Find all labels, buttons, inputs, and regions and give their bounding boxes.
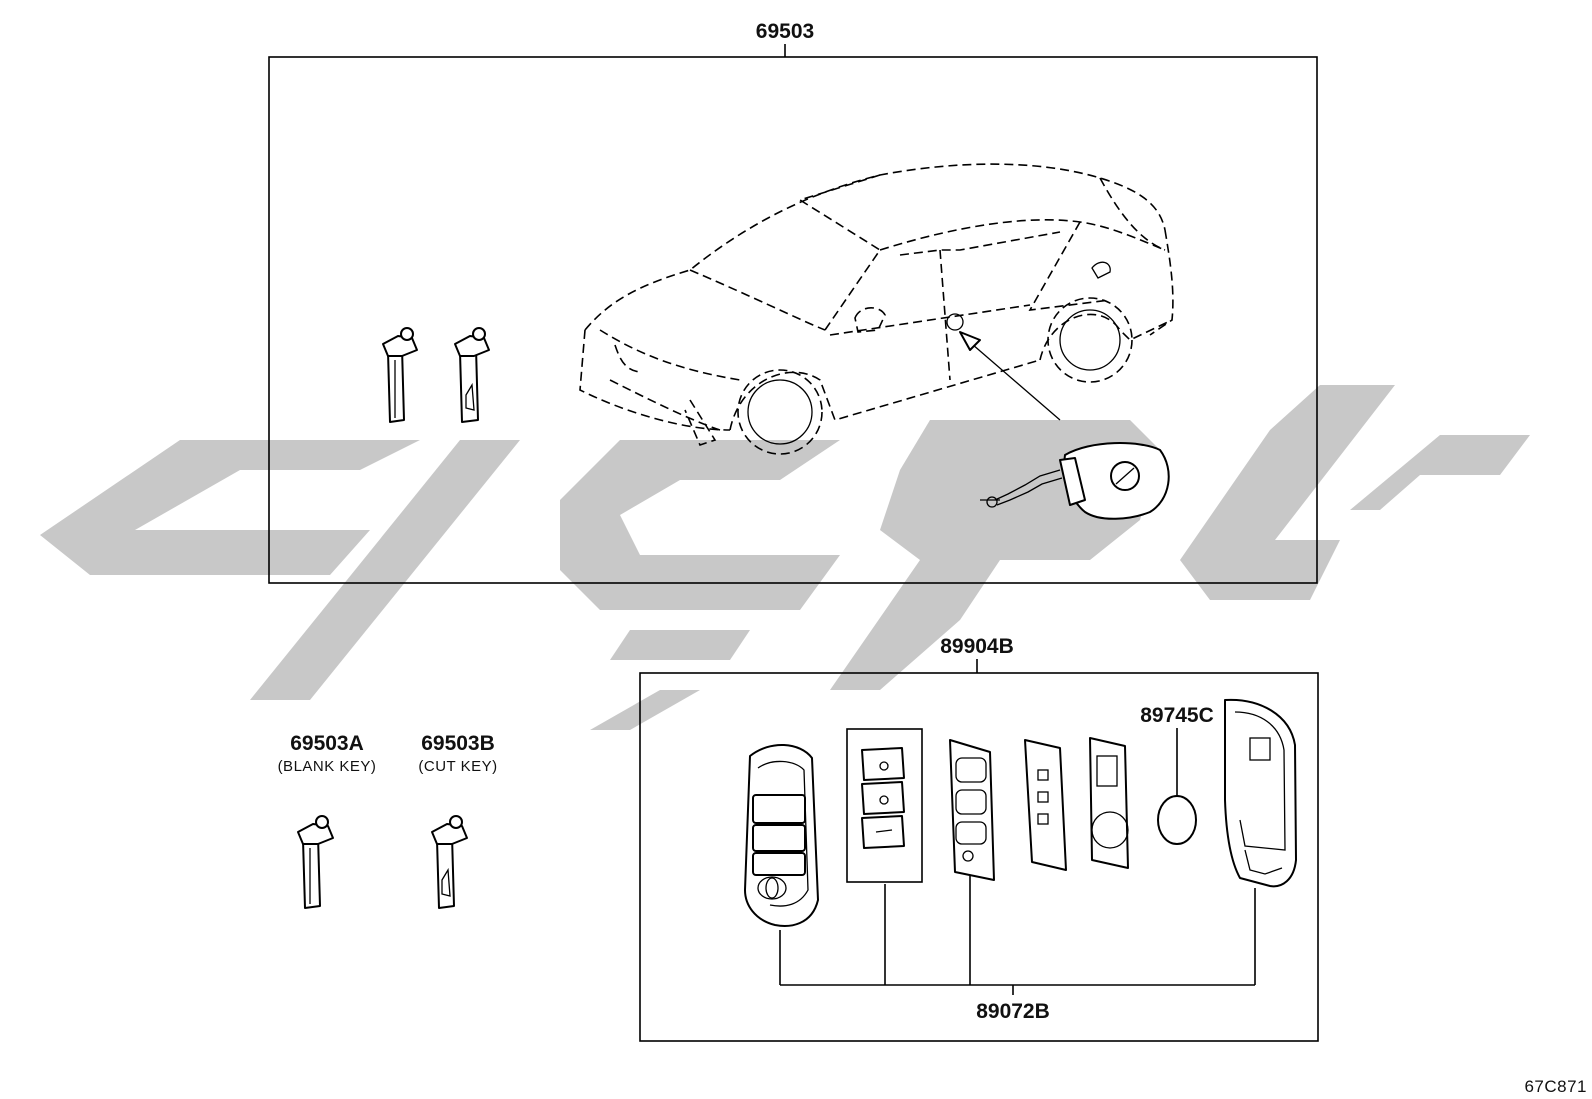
part-number-label: 89745C <box>1140 704 1214 727</box>
part-number-label: 89072B <box>976 1000 1050 1023</box>
battery-callout: 89745C <box>1140 704 1214 845</box>
door-lock-point <box>946 313 964 331</box>
key-set-group: 69503 <box>268 20 1318 584</box>
part-number-label: 69503 <box>756 20 814 43</box>
part-number-label: 89904B <box>940 635 1014 658</box>
rubber-pad <box>949 739 995 881</box>
button-set <box>846 728 923 883</box>
part-description: (CUT KEY) <box>418 758 497 775</box>
door-lock-cylinder <box>980 442 1170 520</box>
part-number-label: 69503B <box>421 732 495 755</box>
remote-set-group: 89904B <box>639 635 1319 1042</box>
key-back-case <box>1224 698 1297 888</box>
key-blank-illustration <box>382 327 418 423</box>
blank-key-illustration <box>297 815 334 909</box>
cut-key-callout: 69503B (CUT KEY) <box>418 732 497 909</box>
part-description: (BLANK KEY) <box>278 758 377 775</box>
car-illustration <box>579 163 1174 455</box>
diagram-code: 67C871 <box>1524 1077 1587 1096</box>
key-cut-illustration <box>454 327 490 423</box>
circuit-board <box>1024 739 1067 871</box>
coin-battery <box>1157 795 1197 845</box>
blank-key-callout: 69503A (BLANK KEY) <box>278 732 377 909</box>
cut-key-illustration <box>431 815 468 909</box>
watermark-logo <box>40 385 1530 730</box>
remote-set-frame <box>639 672 1319 1042</box>
key-set-frame <box>268 56 1318 584</box>
part-number-label: 69503A <box>290 732 364 755</box>
smart-key-front <box>744 743 819 927</box>
battery-holder <box>1089 737 1129 869</box>
